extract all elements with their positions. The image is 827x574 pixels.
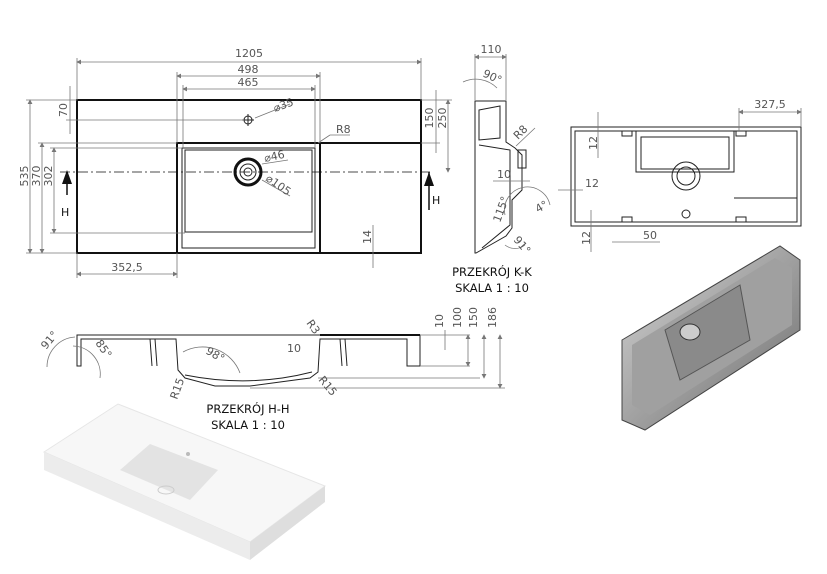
dim-drain-46: ⌀46 [263,148,286,165]
hh-angle-85: 85° [93,337,115,360]
hh-h-186: 186 [486,307,499,328]
dim-370: 370 [30,166,43,187]
dim-498: 498 [238,63,259,76]
top-view: 1205 498 465 352,5 535 370 302 70 150 25… [18,47,452,278]
bv-dim-12-bottom: 12 [580,231,593,245]
bottom-view: 327,5 12 12 12 50 [558,98,802,252]
section-mark-left: H [61,206,69,219]
render-top-3d [42,403,327,560]
kk-angle-91: 91° [511,234,533,257]
hh-h-100: 100 [451,307,464,328]
dim-150: 150 [423,108,436,129]
hh-title: PRZEKRÓJ H-H [206,401,289,416]
kk-angle-4: 4° [533,198,550,216]
hh-dim-10: 10 [287,342,301,355]
hh-h-150: 150 [467,307,480,328]
tap-hole-icon [681,209,691,219]
bv-dim-327-5: 327,5 [754,98,786,111]
section-mark-right: H [432,194,440,207]
hh-angle-98: 98° [204,344,227,365]
render-bottom-3d [621,245,801,431]
kk-dim-10: 10 [497,168,511,181]
dim-70: 70 [57,103,70,117]
dim-tap-hole: ⌀35 [272,96,296,115]
bv-dim-12-top: 12 [587,136,600,150]
dim-465: 465 [238,76,259,89]
hh-h-10: 10 [433,314,446,328]
dim-1205: 1205 [235,47,263,60]
dim-352-5: 352,5 [111,261,143,274]
dim-535: 535 [18,166,31,187]
dim-250: 250 [436,108,449,129]
hh-dim-r3: R3 [304,317,323,336]
dim-drain-105: ⌀105 [263,172,293,198]
hh-angle-91: 91° [38,329,60,352]
hh-scale: SKALA 1 : 10 [211,418,285,432]
bv-dim-50: 50 [643,229,657,242]
bv-dim-12-left: 12 [585,177,599,190]
hh-dim-r15-right: R15 [316,374,340,399]
kk-title: PRZEKRÓJ K-K [452,264,532,279]
kk-dim-r8: R8 [511,123,531,143]
kk-dim-110: 110 [481,43,502,56]
hh-dim-r15-left: R15 [168,376,188,401]
dim-r8: R8 [336,123,351,136]
section-k-k: 110 90° R8 10 115° 4° 91° PRZEKRÓJ K-K S… [452,43,551,295]
kk-angle-90: 90° [481,67,504,87]
kk-scale: SKALA 1 : 10 [455,281,529,295]
dim-14: 14 [361,230,374,244]
kk-angle-115: 115° [491,195,512,224]
dim-302: 302 [42,166,55,187]
